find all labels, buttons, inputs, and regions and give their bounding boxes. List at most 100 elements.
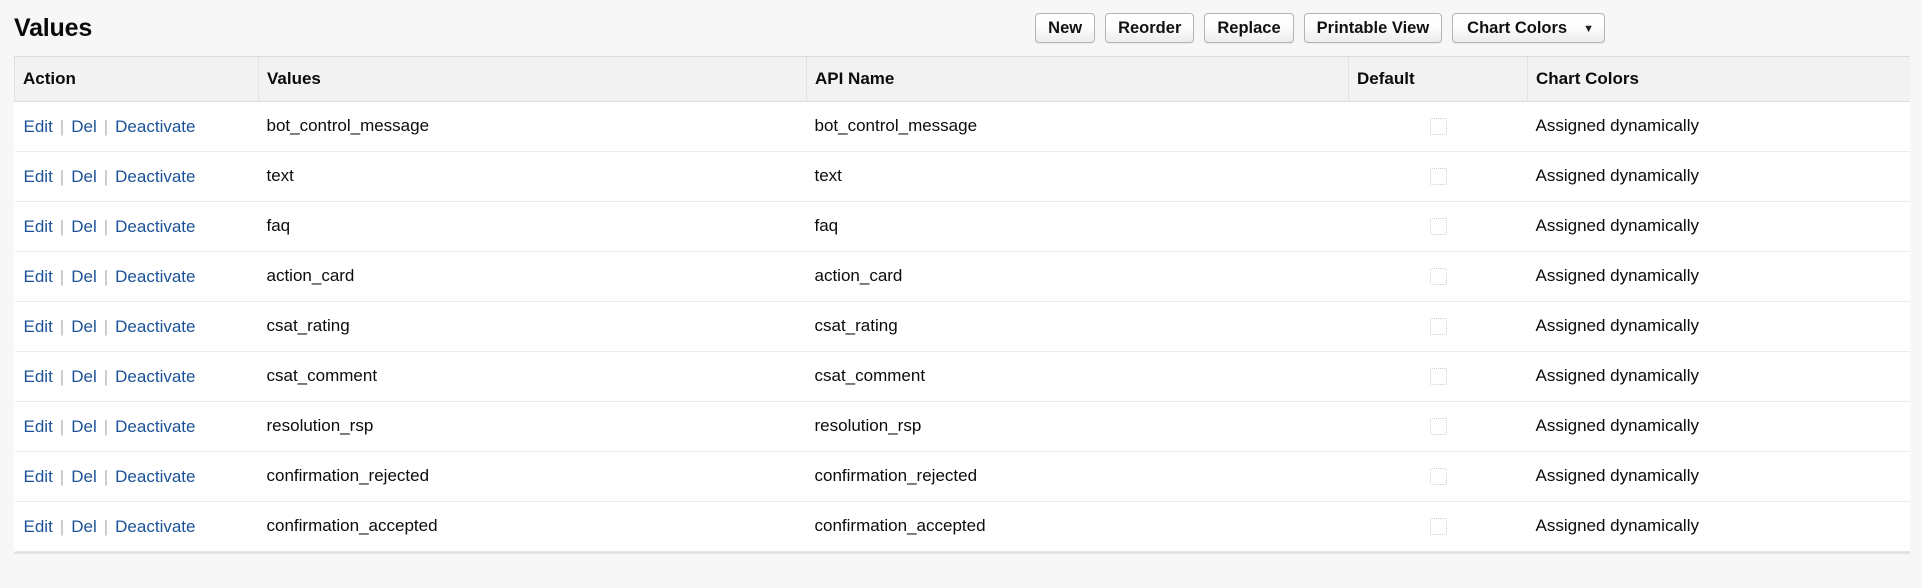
- chart-colors-dropdown-button[interactable]: Chart Colors ▼: [1452, 13, 1605, 43]
- cell-default: [1348, 501, 1528, 552]
- default-checkbox: [1429, 468, 1447, 486]
- action-links: Edit|Del|Deactivate: [23, 118, 259, 135]
- chevron-down-icon: ▼: [1583, 22, 1594, 35]
- cell-chart-colors: Assigned dynamically: [1527, 351, 1910, 402]
- del-link[interactable]: Del: [71, 266, 97, 286]
- cell-chart-colors: Assigned dynamically: [1527, 201, 1910, 252]
- cell-default: [1348, 151, 1528, 202]
- printable-view-button[interactable]: Printable View: [1303, 13, 1443, 43]
- deactivate-link[interactable]: Deactivate: [115, 266, 196, 286]
- cell-chart-colors: Assigned dynamically: [1527, 251, 1910, 302]
- replace-button[interactable]: Replace: [1204, 13, 1294, 43]
- del-link[interactable]: Del: [71, 366, 97, 386]
- action-links: Edit|Del|Deactivate: [23, 518, 259, 535]
- deactivate-link[interactable]: Deactivate: [115, 166, 196, 186]
- toolbar: New Reorder Replace Printable View Chart…: [1035, 13, 1910, 43]
- cell-action: Edit|Del|Deactivate: [14, 301, 259, 352]
- edit-link[interactable]: Edit: [23, 116, 53, 136]
- cell-default: [1348, 351, 1528, 402]
- action-separator: |: [59, 416, 65, 436]
- action-separator: |: [59, 266, 65, 286]
- cell-action: Edit|Del|Deactivate: [14, 501, 259, 552]
- cell-value: confirmation_accepted: [258, 501, 807, 552]
- del-link[interactable]: Del: [71, 516, 97, 536]
- page-header: Values New Reorder Replace Printable Vie…: [0, 0, 1922, 56]
- cell-api-name: text: [806, 151, 1349, 202]
- deactivate-link[interactable]: Deactivate: [115, 366, 196, 386]
- table-header-row: Action Values API Name Default Chart Col…: [14, 57, 1910, 102]
- cell-api-name: csat_rating: [806, 301, 1349, 352]
- action-links: Edit|Del|Deactivate: [23, 218, 259, 235]
- cell-api-name: csat_comment: [806, 351, 1349, 402]
- default-checkbox: [1429, 168, 1447, 186]
- action-separator: |: [103, 416, 109, 436]
- column-header-default: Default: [1348, 57, 1528, 102]
- action-links: Edit | Del | Deactivate: [23, 418, 259, 435]
- default-checkbox: [1429, 318, 1447, 336]
- edit-link[interactable]: Edit: [23, 316, 53, 336]
- default-checkbox: [1429, 218, 1447, 236]
- cell-api-name: faq: [806, 201, 1349, 252]
- del-link[interactable]: Del: [71, 316, 97, 336]
- cell-action: Edit|Del|Deactivate: [14, 451, 259, 502]
- action-links: Edit|Del|Deactivate: [23, 468, 259, 485]
- edit-link[interactable]: Edit: [23, 216, 53, 236]
- edit-link[interactable]: Edit: [23, 266, 53, 286]
- cell-api-name: confirmation_rejected: [806, 451, 1349, 502]
- cell-action: Edit | Del | Deactivate: [14, 151, 259, 202]
- del-link[interactable]: Del: [71, 466, 97, 486]
- action-separator: |: [59, 166, 65, 186]
- action-separator: |: [59, 366, 65, 386]
- cell-action: Edit | Del | Deactivate: [14, 351, 259, 402]
- edit-link[interactable]: Edit: [23, 366, 53, 386]
- column-header-api-name: API Name: [806, 57, 1349, 102]
- deactivate-link[interactable]: Deactivate: [115, 116, 196, 136]
- edit-link[interactable]: Edit: [23, 466, 53, 486]
- del-link[interactable]: Del: [71, 216, 97, 236]
- deactivate-link[interactable]: Deactivate: [115, 416, 196, 436]
- del-link[interactable]: Del: [71, 116, 97, 136]
- deactivate-link[interactable]: Deactivate: [115, 316, 196, 336]
- edit-link[interactable]: Edit: [23, 516, 53, 536]
- action-separator: |: [103, 466, 109, 486]
- deactivate-link[interactable]: Deactivate: [115, 216, 196, 236]
- del-link[interactable]: Del: [71, 416, 97, 436]
- deactivate-link[interactable]: Deactivate: [115, 516, 196, 536]
- column-header-values: Values: [258, 57, 807, 102]
- cell-api-name: action_card: [806, 251, 1349, 302]
- action-separator: |: [103, 166, 109, 186]
- reorder-button[interactable]: Reorder: [1105, 13, 1195, 43]
- cell-default: [1348, 451, 1528, 502]
- cell-value: action_card: [258, 251, 807, 302]
- edit-link[interactable]: Edit: [23, 166, 53, 186]
- edit-link[interactable]: Edit: [23, 416, 53, 436]
- default-checkbox: [1429, 418, 1447, 436]
- cell-value: resolution_rsp: [258, 401, 807, 452]
- action-separator: |: [103, 316, 109, 336]
- deactivate-link[interactable]: Deactivate: [115, 466, 196, 486]
- column-header-chart-colors: Chart Colors: [1527, 57, 1910, 102]
- cell-chart-colors: Assigned dynamically: [1527, 501, 1910, 552]
- cell-chart-colors: Assigned dynamically: [1527, 401, 1910, 452]
- action-separator: |: [103, 366, 109, 386]
- cell-chart-colors: Assigned dynamically: [1527, 451, 1910, 502]
- cell-default: [1348, 401, 1528, 452]
- cell-value: csat_comment: [258, 351, 807, 402]
- values-table-container: Action Values API Name Default Chart Col…: [14, 56, 1910, 553]
- new-button[interactable]: New: [1035, 13, 1096, 43]
- cell-action: Edit | Del | Deactivate: [14, 401, 259, 452]
- cell-action: Edit|Del|Deactivate: [14, 201, 259, 252]
- cell-action: Edit|Del|Deactivate: [14, 251, 259, 302]
- default-checkbox: [1429, 268, 1447, 286]
- cell-value: csat_rating: [258, 301, 807, 352]
- cell-api-name: resolution_rsp: [806, 401, 1349, 452]
- del-link[interactable]: Del: [71, 166, 97, 186]
